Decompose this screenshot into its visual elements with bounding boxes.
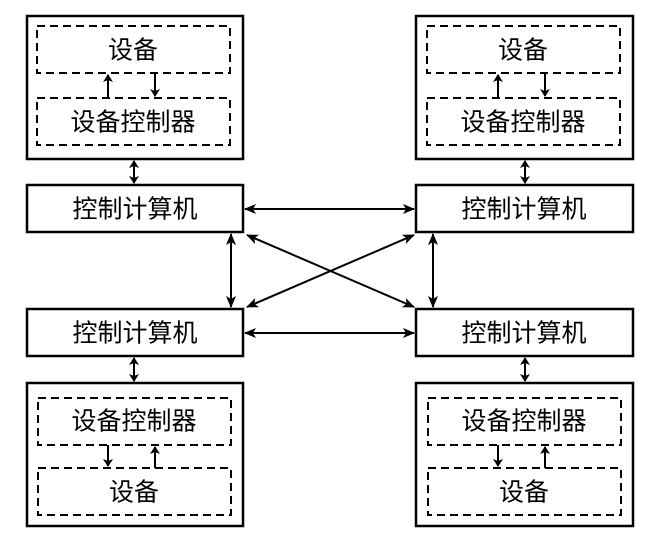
device-group-box	[25, 14, 245, 161]
interconnections	[226, 204, 438, 338]
device-controller-box	[427, 397, 622, 446]
control-computer-box[interactable]	[414, 183, 635, 234]
control-computer-label: 控制计算机	[461, 195, 586, 224]
device-controller-label: 设备控制器	[71, 407, 196, 436]
device-controller-label: 设备控制器	[461, 407, 586, 436]
device-controller-label: 设备控制器	[460, 108, 585, 137]
device-controller-label: 设备控制器	[70, 108, 195, 137]
control-computer-box[interactable]	[25, 183, 245, 234]
device-box	[426, 25, 621, 74]
device-group-box	[25, 381, 245, 528]
control-computer-box[interactable]	[414, 307, 635, 358]
station-top-left: 设备 设备控制器 控制计算机	[25, 14, 245, 234]
device-label: 设备	[498, 36, 548, 65]
device-label: 设备	[109, 478, 159, 507]
device-controller-box	[37, 397, 232, 446]
link-tr-bl	[246, 234, 415, 308]
station-top-right: 设备 设备控制器 控制计算机	[414, 14, 635, 234]
control-computer-label: 控制计算机	[72, 319, 197, 348]
station-bottom-right: 控制计算机 设备控制器 设备	[414, 307, 635, 528]
device-label: 设备	[499, 478, 549, 507]
device-box	[37, 467, 232, 516]
control-computer-label: 控制计算机	[72, 195, 197, 224]
device-group-box	[414, 381, 635, 528]
control-computer-label: 控制计算机	[461, 319, 586, 348]
device-controller-box	[36, 97, 231, 146]
device-controller-box	[426, 97, 621, 146]
control-computer-box[interactable]	[25, 307, 245, 358]
device-box	[36, 25, 231, 74]
device-box	[427, 467, 622, 516]
device-group-box	[414, 14, 635, 161]
station-bottom-left: 控制计算机 设备控制器 设备	[25, 307, 245, 528]
device-label: 设备	[108, 36, 158, 65]
